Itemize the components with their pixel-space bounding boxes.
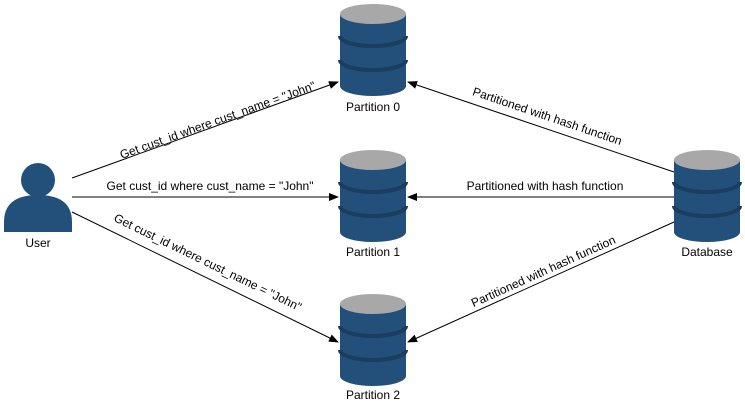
user-icon bbox=[4, 163, 72, 232]
partition2-node[interactable]: Partition 2 bbox=[338, 292, 408, 402]
edge-label-user-to-partition2: Get cust_id where cust_name = "John" bbox=[112, 211, 304, 314]
partition0-label: Partition 0 bbox=[346, 100, 400, 114]
edge-label-database-to-partition1: Partitioned with hash function bbox=[467, 179, 624, 193]
user-node[interactable]: User bbox=[4, 163, 72, 250]
partition0-node[interactable]: Partition 0 bbox=[338, 2, 408, 114]
database-icon bbox=[338, 2, 408, 98]
edge-user-to-partition1: Get cust_id where cust_name = "John" bbox=[72, 179, 339, 201]
edge-database-to-partition1: Partitioned with hash function bbox=[407, 179, 674, 201]
partition1-node[interactable]: Partition 1 bbox=[338, 148, 408, 259]
edge-database-to-partition2: Partitioned with hash function bbox=[407, 221, 675, 343]
partition2-label: Partition 2 bbox=[346, 388, 400, 402]
edge-user-to-partition2: Get cust_id where cust_name = "John" bbox=[71, 211, 339, 343]
database-icon bbox=[672, 148, 742, 244]
edge-user-to-partition0: Get cust_id where cust_name = "John" bbox=[71, 79, 339, 179]
database-icon bbox=[338, 148, 408, 244]
user-label: User bbox=[25, 236, 50, 250]
edge-database-to-partition0: Partitioned with hash function bbox=[407, 81, 675, 173]
edge-label-user-to-partition1: Get cust_id where cust_name = "John" bbox=[107, 179, 314, 193]
database-icon bbox=[338, 292, 408, 388]
edge-label-database-to-partition0: Partitioned with hash function bbox=[471, 84, 624, 148]
partition1-label: Partition 1 bbox=[346, 245, 400, 259]
edge-label-user-to-partition0: Get cust_id where cust_name = "John" bbox=[118, 79, 317, 162]
database-label: Database bbox=[681, 245, 733, 259]
edge-label-database-to-partition2: Partitioned with hash function bbox=[469, 233, 618, 310]
database-node[interactable]: Database bbox=[672, 148, 742, 259]
